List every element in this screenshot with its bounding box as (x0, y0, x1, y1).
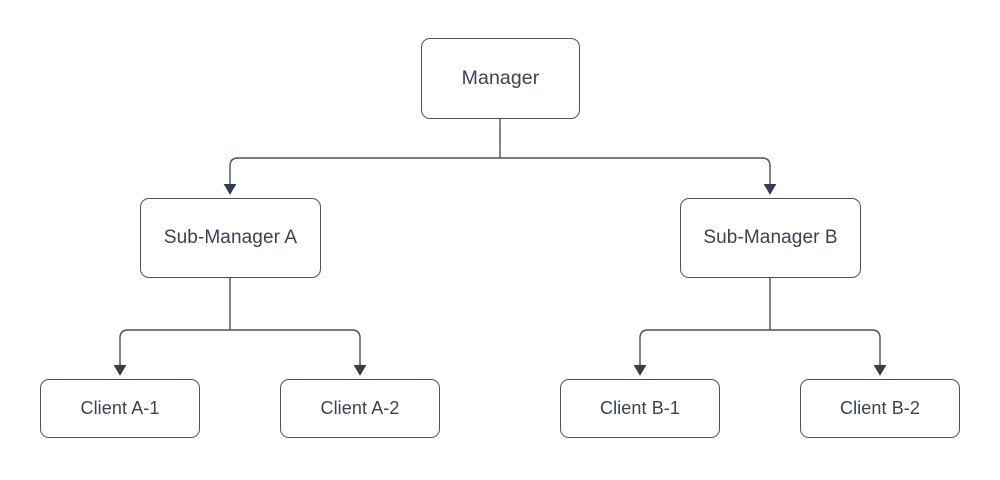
node-sub-manager-b-label: Sub-Manager B (703, 226, 838, 248)
node-client-a-1[interactable]: Client A-1 (40, 379, 200, 438)
connector-sub-manager-b-to-client-b-1 (633, 329, 770, 376)
node-sub-manager-a[interactable]: Sub-Manager A (140, 198, 321, 278)
node-sub-manager-b[interactable]: Sub-Manager B (680, 198, 861, 278)
node-manager[interactable]: Manager (421, 38, 580, 119)
node-client-b-1-label: Client B-1 (599, 397, 681, 418)
node-sub-manager-a-label: Sub-Manager A (163, 226, 298, 248)
node-manager-label: Manager (461, 66, 540, 89)
node-client-b-1[interactable]: Client B-1 (560, 379, 720, 438)
node-client-a-1-label: Client A-1 (80, 397, 160, 418)
node-client-a-2-label: Client A-2 (320, 397, 400, 418)
node-client-b-2-label: Client B-2 (839, 397, 921, 418)
connector-sub-manager-a-to-client-a-1 (113, 329, 230, 376)
connector-sub-manager-a-to-client-a-2 (230, 329, 367, 376)
connector-manager-to-sub-manager-b (500, 157, 777, 195)
node-client-b-2[interactable]: Client B-2 (800, 379, 960, 438)
node-client-a-2[interactable]: Client A-2 (280, 379, 440, 438)
connector-manager-to-sub-manager-a (223, 157, 500, 195)
connector-sub-manager-b-to-client-b-2 (770, 329, 887, 376)
